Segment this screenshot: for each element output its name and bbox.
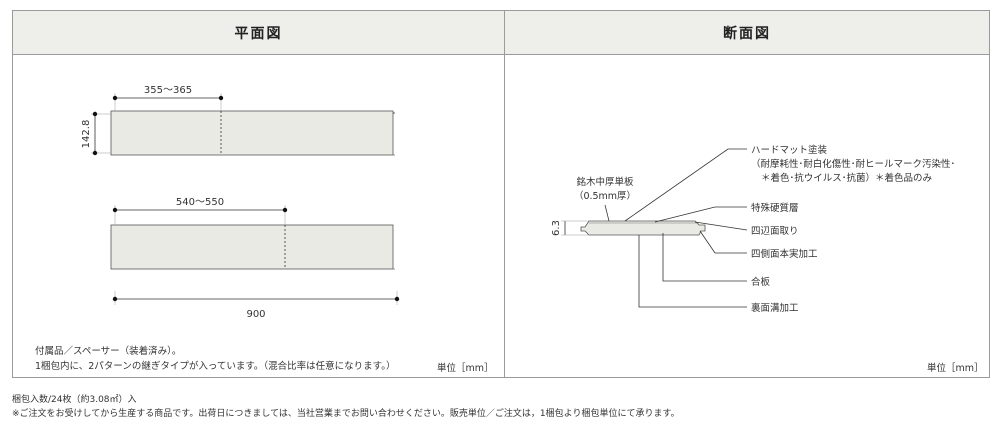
drawing-frame: 平面図 断面図 [12, 10, 990, 378]
coating-label-1: ハードマット塗装 [751, 144, 828, 156]
long-joint-board [110, 224, 394, 270]
section-view-drawing: 6.3 銘木中厚単板 （0.5mm厚） ハードマット塗装 （耐摩耗性･耐白化傷性… [551, 144, 955, 314]
plan-view-drawing: 355～365 142.8 540～550 900 [81, 85, 400, 320]
hard-layer-label: 特殊硬質層 [751, 202, 799, 214]
veneer-label-1: 銘木中厚単板 [576, 176, 634, 188]
short-joint-board [110, 110, 394, 156]
veneer-label-2: （0.5mm厚） [574, 190, 636, 202]
board-profile [580, 220, 706, 236]
dim-total-length: 900 [246, 309, 265, 320]
plan-notes: 付属品／スペーサー（装着済み）。 1梱包内に、2パターンの継ぎタイプが入っていま… [35, 344, 395, 374]
tongue-groove-label: 四側面本実加工 [751, 248, 818, 260]
footer-line-1: 梱包入数/24枚（約3.08㎡）入 [12, 395, 137, 405]
plywood-label: 合板 [751, 276, 771, 288]
dim-short-length: 355～365 [144, 85, 192, 96]
footer-line-2: ※ご注文をお受けしてから生産する商品です。出荷日につきましては、当社営業までお問… [12, 409, 680, 419]
note-line-1: 付属品／スペーサー（装着済み）。 [35, 346, 182, 357]
note-line-2: 1梱包内に、2パターンの継ぎタイプが入っています。（混合比率は任意になります。） [35, 361, 396, 372]
coating-label-3: ＊着色･抗ウイルス･抗菌）＊着色品のみ [761, 172, 932, 184]
section-unit: 単位［mm］ [927, 363, 984, 374]
section-thickness: 6.3 [551, 220, 562, 236]
back-groove-label: 裏面溝加工 [751, 302, 799, 314]
plan-unit: 単位［mm］ [437, 363, 494, 374]
header-divider [13, 54, 989, 55]
coating-label-2: （耐摩耗性･耐白化傷性･耐ヒールマーク汚染性･ [751, 158, 955, 170]
plan-view-header: 平面図 [13, 11, 504, 54]
dim-long-length: 540～550 [176, 197, 224, 208]
section-view-header: 断面図 [505, 11, 989, 54]
column-divider [504, 11, 505, 377]
dim-width: 142.8 [81, 120, 92, 149]
chamfer-label: 四辺面取り [751, 226, 799, 237]
